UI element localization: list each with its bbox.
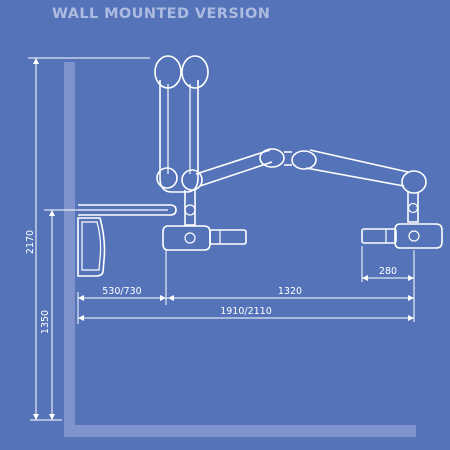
wall-structure bbox=[64, 62, 416, 437]
extended-arm bbox=[195, 148, 427, 194]
dim-head-length-label: 280 bbox=[379, 266, 397, 277]
elbow-joint-left bbox=[259, 148, 285, 168]
top-joint-right bbox=[181, 55, 209, 89]
near-tube-head bbox=[162, 190, 247, 251]
far-tube-head bbox=[361, 192, 443, 249]
far-cone bbox=[361, 228, 397, 244]
dim-mount-height: 1350 bbox=[40, 209, 78, 420]
dim-mount-height-label: 1350 bbox=[40, 310, 51, 334]
wall bbox=[64, 62, 75, 437]
wall-bracket bbox=[77, 217, 106, 277]
lower-pivot-left bbox=[156, 167, 178, 189]
dim-arm-reach: 1320 bbox=[166, 250, 415, 322]
dim-head-length: 280 bbox=[361, 246, 414, 282]
floor bbox=[64, 425, 416, 437]
horizontal-support bbox=[78, 204, 177, 216]
vertical-arm bbox=[154, 55, 209, 193]
dim-arm-reach-label: 1320 bbox=[278, 286, 302, 297]
diagram-title: WALL MOUNTED VERSION bbox=[52, 6, 271, 22]
dim-total-height: 2170 bbox=[25, 57, 150, 420]
elbow-joint-right bbox=[291, 150, 317, 170]
top-joint-left bbox=[154, 55, 182, 89]
dim-total-reach-label: 1910/2110 bbox=[220, 306, 272, 317]
dim-total-reach: 1910/2110 bbox=[77, 292, 414, 324]
lower-pivot-right bbox=[181, 169, 203, 191]
dim-total-height-label: 2170 bbox=[25, 230, 36, 254]
near-cone bbox=[209, 229, 247, 245]
end-joint bbox=[401, 170, 427, 194]
dim-short-reach-label: 530/730 bbox=[102, 286, 141, 297]
dim-short-reach: 530/730 bbox=[78, 250, 167, 305]
